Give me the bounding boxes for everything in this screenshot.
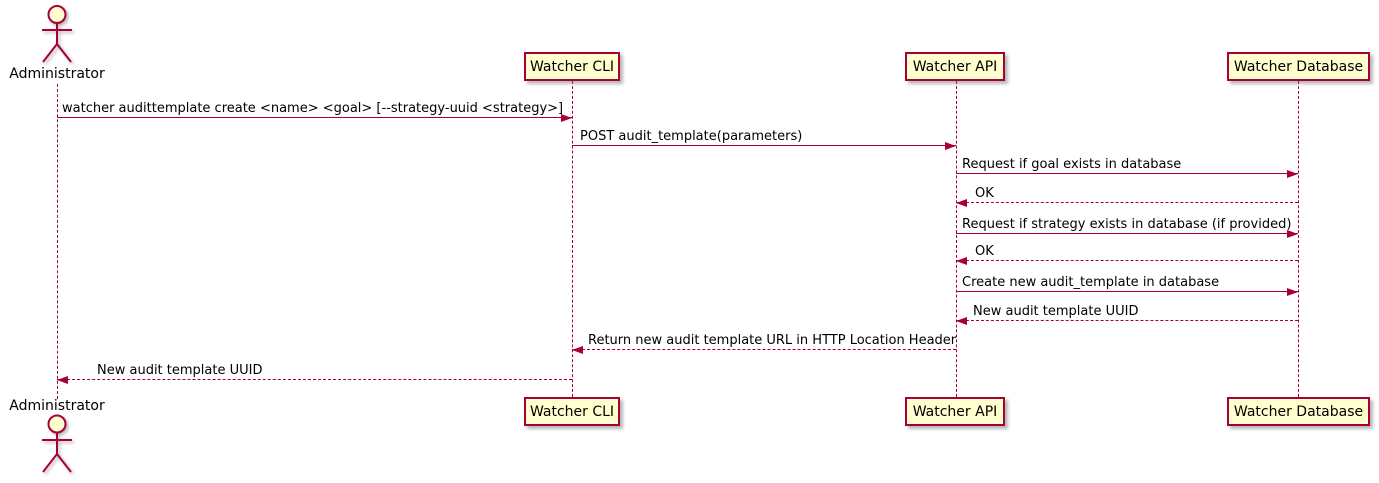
arrowhead-left-icon — [572, 345, 583, 354]
participant-box-watcher-cli-top: Watcher CLI — [524, 52, 620, 81]
message-line — [956, 320, 1298, 321]
participant-box-watcher-database-top: Watcher Database — [1227, 52, 1370, 81]
message-line — [956, 173, 1298, 174]
participant-box-watcher-api-top: Watcher API — [905, 52, 1005, 81]
arrowhead-left-icon — [956, 198, 967, 207]
actor-icon — [37, 5, 77, 69]
arrowhead-right-icon — [1287, 287, 1298, 296]
participant-box-watcher-cli-bottom: Watcher CLI — [524, 397, 620, 426]
message-label: POST audit_template(parameters) — [580, 129, 803, 144]
arrowhead-left-icon — [57, 375, 68, 384]
message-label: OK — [975, 244, 994, 259]
arrowhead-right-icon — [561, 113, 572, 122]
message-label: watcher audittemplate create <name> <goa… — [62, 101, 564, 116]
message-line — [956, 291, 1298, 292]
message-label: OK — [975, 186, 994, 201]
participant-box-watcher-api-bottom: Watcher API — [905, 397, 1005, 426]
actor-label-top: Administrator — [9, 66, 105, 82]
lifeline-watcher-database — [1298, 81, 1299, 397]
message-line — [956, 260, 1298, 261]
lifeline-administrator — [57, 84, 58, 399]
arrowhead-right-icon — [1287, 169, 1298, 178]
message-line — [956, 202, 1298, 203]
message-line — [572, 145, 956, 146]
message-label: New audit template UUID — [97, 363, 263, 378]
message-label: New audit template UUID — [973, 304, 1139, 319]
arrowhead-right-icon — [1287, 229, 1298, 238]
message-label: Create new audit_template in database — [962, 275, 1220, 290]
lifeline-watcher-cli — [572, 81, 573, 397]
actor-label-bottom: Administrator — [9, 398, 105, 414]
arrowhead-right-icon — [945, 141, 956, 150]
participant-box-watcher-database-bottom: Watcher Database — [1227, 397, 1370, 426]
message-line — [956, 233, 1298, 234]
arrowhead-left-icon — [956, 256, 967, 265]
message-label: Request if strategy exists in database (… — [962, 217, 1292, 232]
message-line — [57, 379, 572, 380]
message-line — [57, 117, 572, 118]
message-label: Return new audit template URL in HTTP Lo… — [588, 333, 957, 348]
message-label: Request if goal exists in database — [962, 157, 1182, 172]
lifeline-watcher-api — [956, 81, 957, 397]
arrowhead-left-icon — [956, 316, 967, 325]
actor-icon — [37, 414, 77, 480]
message-line — [572, 349, 956, 350]
